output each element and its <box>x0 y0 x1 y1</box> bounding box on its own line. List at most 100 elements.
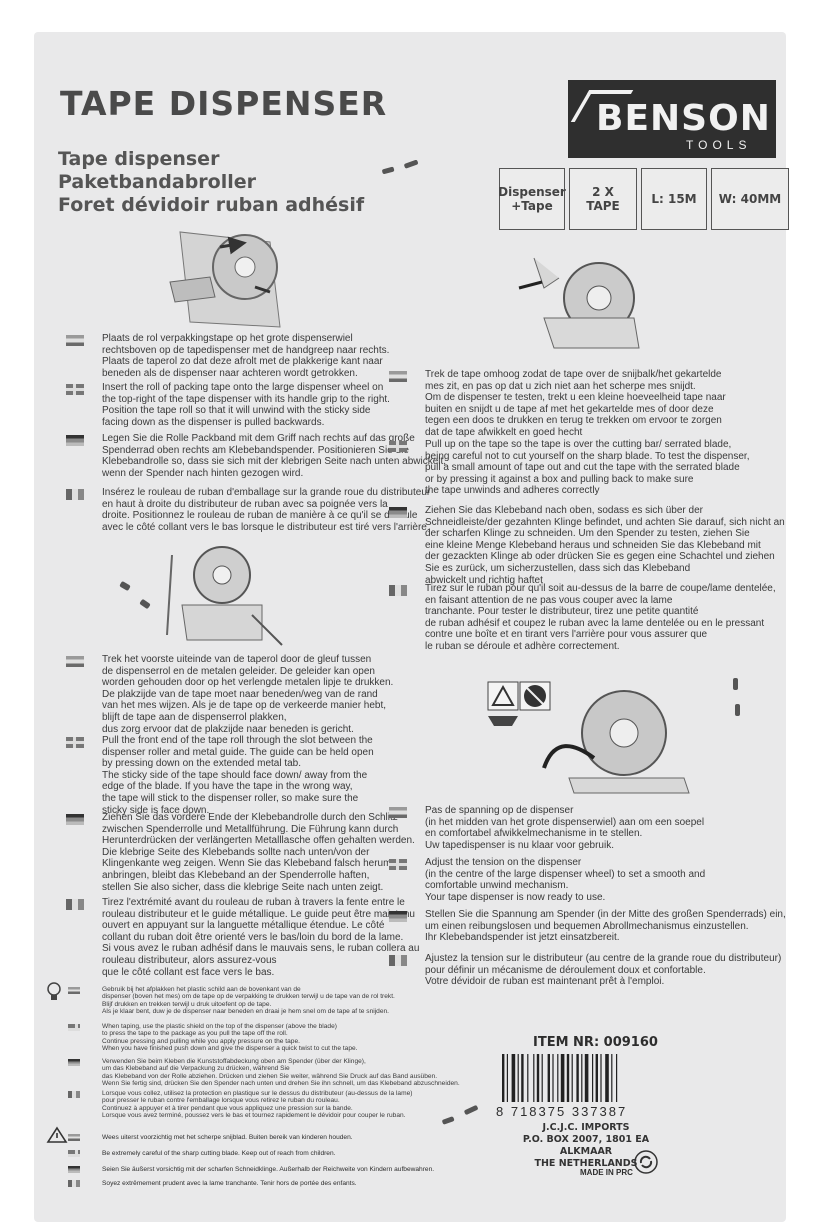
barcode-bar <box>521 1054 524 1102</box>
barcode-bar <box>584 1054 589 1102</box>
screws-icon <box>382 160 418 175</box>
barcode-bar <box>595 1054 598 1102</box>
subtitle-fr: Foret dévidoir ruban adhésif <box>58 194 365 216</box>
spec-boxes: Dispenser +Tape 2 X TAPE L: 15M W: 40MM <box>498 168 789 230</box>
screws-icon <box>442 1105 478 1125</box>
instruction-step4-nl: Pas de spanning op de dispenser (in het … <box>389 805 704 851</box>
uk-flag-icon <box>389 441 407 452</box>
german-flag-icon <box>66 435 84 446</box>
instruction-step2-en: Pull the front end of the tape roll thro… <box>66 735 374 816</box>
instruction-step2-fr: Tirez l'extrémité avant du rouleau de ru… <box>66 897 419 978</box>
screws-icon <box>733 678 740 716</box>
dutch-flag-icon <box>389 371 407 382</box>
barcode-bar <box>592 1054 594 1102</box>
barcode-bar <box>547 1054 550 1102</box>
instruction-step3-de: Ziehen Sie das Klebeband nach oben, soda… <box>389 505 785 586</box>
product-subtitles: Tape dispenser Paketbandabroller Foret d… <box>58 148 364 217</box>
dutch-flag-icon <box>389 807 407 818</box>
instruction-step1-fr: Insérez le rouleau de ruban d'emballage … <box>66 487 430 533</box>
uk-flag-icon <box>66 737 84 748</box>
barcode-bar <box>557 1054 559 1102</box>
barcode <box>502 1054 618 1102</box>
barcode-bar <box>536 1054 540 1102</box>
barcode-bar <box>571 1054 573 1102</box>
french-flag-icon <box>68 1091 80 1098</box>
barcode-bar <box>581 1054 583 1102</box>
tip-de: Verwenden Sie beim Kleben die Kunststoff… <box>68 1058 460 1088</box>
instruction-step3-nl: Trek de tape omhoog zodat de tape over d… <box>389 369 726 439</box>
importer-name: J.C.J.C. IMPORTS <box>542 1122 630 1133</box>
item-number: ITEM NR: 009160 <box>533 1035 658 1050</box>
instruction-step3-en: Pull up on the tape so the tape is over … <box>389 439 749 497</box>
spec-box-length: L: 15M <box>641 168 707 230</box>
dutch-flag-icon <box>68 987 80 994</box>
lightbulb-icon <box>47 982 61 1000</box>
spec-box-quantity: 2 X TAPE <box>569 168 637 230</box>
subtitle-nl: Tape dispenser <box>58 148 220 170</box>
instruction-step1-de: Legen Sie die Rolle Packband mit dem Gri… <box>66 433 446 479</box>
packaging-card <box>34 32 786 1222</box>
insert-roll-illustration <box>169 231 281 328</box>
instruction-step2-de: Ziehen Sie das vordere Ende der Klebeban… <box>66 812 415 893</box>
french-flag-icon <box>389 585 407 596</box>
barcode-bar <box>511 1054 516 1102</box>
spec-box-contents: Dispenser +Tape <box>498 168 566 230</box>
instruction-step1-en: Insert the roll of packing tape onto the… <box>66 382 390 428</box>
cut-tape-illustration <box>518 257 640 349</box>
tip-nl: Gebruik bij het afplakken het plastic sc… <box>68 986 395 1016</box>
importer-street: P.O. BOX 2007, 1801 EA ALKMAAR <box>522 1134 650 1157</box>
warning-nl: Wees uiterst voorzichtig met het scherpe… <box>68 1134 353 1142</box>
dutch-flag-icon <box>68 1134 80 1141</box>
german-flag-icon <box>389 911 407 922</box>
uk-flag-icon <box>68 1150 80 1157</box>
instruction-step4-de: Stellen Sie die Spannung am Spender (in … <box>389 909 786 944</box>
barcode-bar <box>533 1054 535 1102</box>
logo-tagline: TOOLS <box>686 138 752 152</box>
barcode-bar <box>527 1054 529 1102</box>
product-title: TAPE DISPENSER <box>60 84 388 123</box>
instruction-step3-fr: Tirez sur le ruban pour qu'il soit au-de… <box>389 583 776 653</box>
warning-en: Be extremely careful of the sharp cuttin… <box>68 1150 335 1158</box>
tip-fr: Lorsque vous collez, utilisez la protect… <box>68 1090 412 1120</box>
recycle-icon <box>634 1150 658 1174</box>
french-flag-icon <box>66 489 84 500</box>
french-flag-icon <box>389 955 407 966</box>
barcode-bar <box>502 1054 505 1102</box>
importer-country: THE NETHERLANDS <box>534 1158 638 1169</box>
barcode-bar <box>576 1054 579 1102</box>
german-flag-icon <box>389 507 407 518</box>
german-flag-icon <box>68 1166 80 1173</box>
barcode-bar <box>611 1054 613 1102</box>
barcode-bar <box>605 1054 609 1102</box>
barcode-bar <box>560 1054 565 1102</box>
instruction-step4-fr: Ajustez la tension sur le distributeur (… <box>389 953 781 988</box>
uk-flag-icon <box>68 1024 80 1031</box>
subtitle-de: Paketbandabroller <box>58 171 257 193</box>
german-flag-icon <box>66 814 84 825</box>
tip-en: When taping, use the plastic shield on t… <box>68 1023 357 1053</box>
french-flag-icon <box>68 1180 80 1187</box>
german-flag-icon <box>68 1059 80 1066</box>
warning-de: Seien Sie äußerst vorsichtig mit der sch… <box>68 1166 434 1174</box>
adjust-tension-illustration <box>487 681 690 794</box>
uk-flag-icon <box>66 384 84 395</box>
dutch-flag-icon <box>66 656 84 667</box>
instruction-step4-en: Adjust the tension on the dispenser (in … <box>389 857 705 903</box>
barcode-bar <box>552 1054 554 1102</box>
uk-flag-icon <box>389 859 407 870</box>
warning-icon <box>46 1126 68 1143</box>
barcode-bar <box>566 1054 570 1102</box>
dutch-flag-icon <box>66 335 84 346</box>
instruction-step1-nl: Plaats de rol verpakkingstape op het gro… <box>66 333 389 379</box>
thread-tape-illustration <box>119 546 283 646</box>
barcode-bar <box>506 1054 508 1102</box>
spec-box-width: W: 40MM <box>711 168 789 230</box>
barcode-bar <box>541 1054 543 1102</box>
instruction-step2-nl: Trek het voorste uiteinde van de taperol… <box>66 654 393 735</box>
french-flag-icon <box>66 899 84 910</box>
made-in-label: MADE IN PRC <box>580 1168 633 1177</box>
barcode-bar <box>517 1054 519 1102</box>
barcode-number: 8 718375 337387 <box>496 1104 628 1119</box>
barcode-bar <box>600 1054 602 1102</box>
logo-brand: BENSON <box>596 98 771 139</box>
